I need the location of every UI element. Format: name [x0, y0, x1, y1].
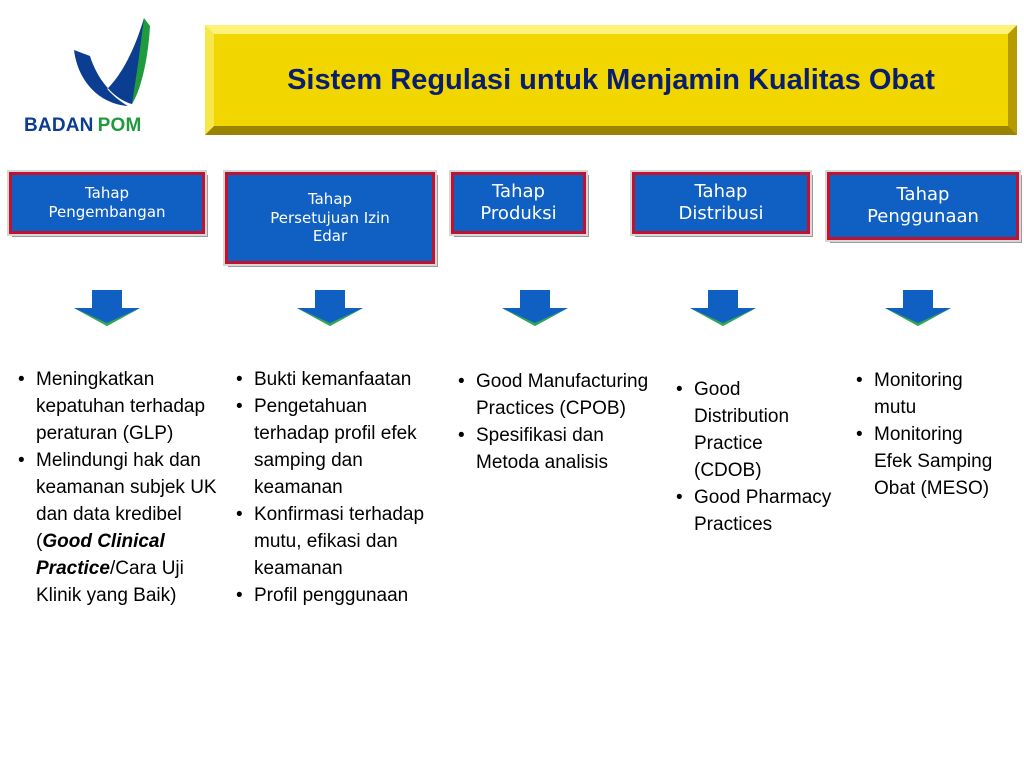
list-item-text: Pengetahuan terhadap profil efek samping… — [254, 396, 417, 498]
logo-word-pom: POM — [97, 115, 142, 136]
down-arrow-icon — [74, 290, 140, 326]
down-arrow-icon — [297, 290, 363, 326]
bullet-list-persetujuan: Bukti kemanfaatan Pengetahuan terhadap p… — [232, 366, 432, 609]
down-arrow-icon — [690, 290, 756, 326]
list-item: Good Distribution Practice (CDOB) — [672, 376, 832, 484]
list-item: Konfirmasi terhadap mutu, efikasi dan ke… — [232, 501, 432, 582]
stage-label-line: Pengembangan — [48, 203, 166, 221]
list-item-text: Good Manufacturing Practices (CPOB) — [476, 371, 649, 419]
stage-label-line: Persetujuan Izin — [270, 208, 390, 227]
bullet-list-distribusi: Good Distribution Practice (CDOB) Good P… — [672, 376, 832, 538]
list-item: Pengetahuan terhadap profil efek samping… — [232, 393, 432, 501]
list-item: Meningkatkan kepatuhan terhadap peratura… — [14, 366, 226, 447]
list-item: Spesifikasi dan Metoda analisis — [454, 422, 654, 476]
list-item-text: Bukti kemanfaatan — [254, 369, 412, 390]
list-item-text-italic: Good Clinical Practice — [36, 531, 165, 579]
stage-label-line: Tahap — [896, 183, 950, 205]
stage-label-line: Tahap — [307, 189, 353, 208]
down-arrow-icon — [502, 290, 568, 326]
stage-label-line: Tahap — [694, 180, 748, 202]
list-item-text: Spesifikasi dan Metoda analisis — [476, 425, 609, 473]
list-item: Good Pharmacy Practices — [672, 484, 832, 538]
list-item-text: Melindungi hak dan keamanan subjek UK da… — [36, 450, 217, 552]
logo-word-badan: BADAN — [24, 115, 94, 136]
list-item: Monitoring Efek Samping Obat (MESO) — [852, 421, 1002, 502]
stage-box-pengembangan: Tahap Pengembangan — [7, 170, 207, 236]
bullet-list-produksi: Good Manufacturing Practices (CPOB) Spes… — [454, 368, 654, 476]
bullet-list-pengembangan: Meningkatkan kepatuhan terhadap peratura… — [14, 366, 226, 609]
list-item-text: Profil penggunaan — [254, 585, 409, 606]
list-item-text: Meningkatkan kepatuhan terhadap peratura… — [36, 369, 206, 444]
title-banner: Sistem Regulasi untuk Menjamin Kualitas … — [205, 25, 1017, 135]
list-item-text: Konfirmasi terhadap mutu, efikasi dan ke… — [254, 504, 425, 579]
badan-pom-emblem-icon — [74, 18, 150, 106]
list-item: Melindungi hak dan keamanan subjek UK da… — [14, 447, 226, 609]
stage-box-penggunaan: Tahap Penggunaan — [825, 170, 1021, 242]
list-item-text: Good Distribution Practice (CDOB) — [694, 379, 790, 481]
list-item: Monitoring mutu — [852, 367, 1002, 421]
page-title: Sistem Regulasi untuk Menjamin Kualitas … — [287, 63, 935, 96]
stage-label-line: Tahap — [492, 180, 545, 202]
list-item-text: Monitoring Efek Samping Obat (MESO) — [874, 424, 993, 499]
list-item: Bukti kemanfaatan — [232, 366, 432, 393]
list-item: Good Manufacturing Practices (CPOB) — [454, 368, 654, 422]
list-item-text: Good Pharmacy Practices — [694, 487, 832, 535]
stage-label-line: Distribusi — [678, 203, 764, 224]
stage-box-persetujuan-izin-edar: Tahap Persetujuan Izin Edar — [223, 170, 437, 266]
stage-box-produksi: Tahap Produksi — [449, 170, 588, 236]
stage-label-line: Tahap — [84, 184, 130, 203]
down-arrow-icon — [885, 290, 951, 326]
stage-label-line: Edar — [312, 227, 348, 246]
stage-box-distribusi: Tahap Distribusi — [630, 170, 812, 236]
list-item: Profil penggunaan — [232, 582, 432, 609]
list-item-text: /Cara Uji Klinik yang Baik) — [36, 558, 184, 606]
stage-label-line: Penggunaan — [867, 206, 979, 227]
list-item-text: Monitoring mutu — [874, 370, 963, 418]
bullet-list-penggunaan: Monitoring mutu Monitoring Efek Samping … — [852, 367, 1002, 502]
stage-label-line: Produksi — [480, 203, 557, 224]
